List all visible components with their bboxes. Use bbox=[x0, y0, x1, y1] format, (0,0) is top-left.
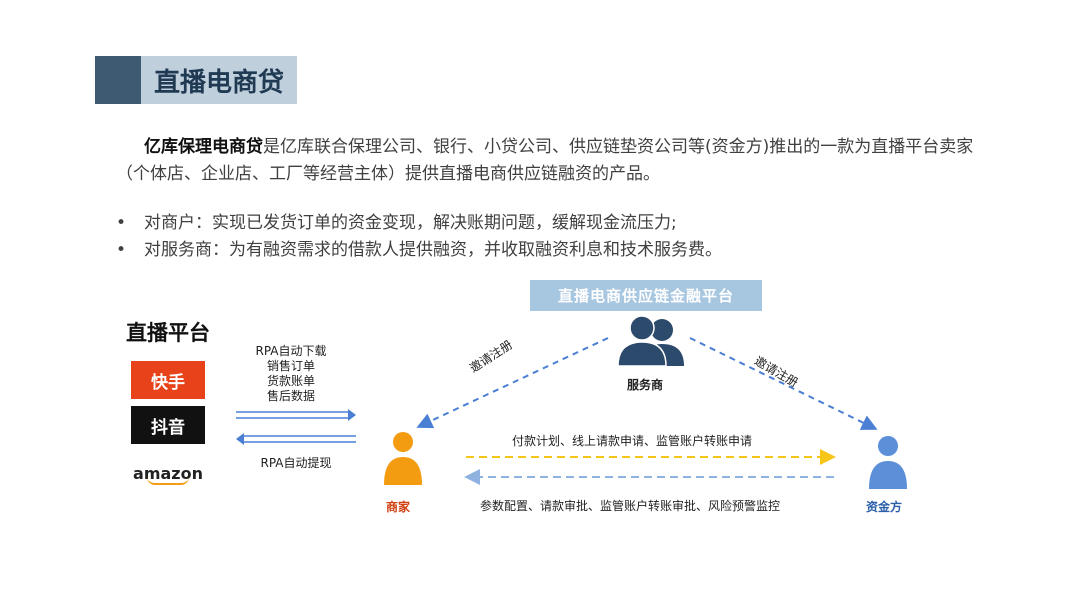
benefit-list: • 对商户：实现已发货订单的资金变现，解决账期问题，缓解现金流压力; • 对服务商：… bbox=[116, 210, 976, 264]
intro-text: 是亿库联合保理公司、银行、小贷公司、供应链垫资公司等(资金方)推出的一款为直播平… bbox=[116, 137, 974, 184]
intro-paragraph: 亿库保理电商贷是亿库联合保理公司、银行、小贷公司、供应链垫资公司等(资金方)推出… bbox=[116, 134, 976, 188]
benefit-item: • 对服务商：为有融资需求的借款人提供融资，并收取融资利息和技术服务费。 bbox=[116, 237, 976, 264]
invite-funder-arrow bbox=[689, 337, 878, 430]
page-title: 直播电商贷 bbox=[141, 56, 297, 104]
amazon-smile-icon bbox=[147, 477, 189, 485]
rpa-withdraw-label: RPA自动提现 bbox=[260, 456, 332, 470]
rpa-download-line: RPA自动下载 bbox=[255, 344, 327, 358]
benefit-text: 对商户：实现已发货订单的资金变现，解决账期问题，缓解现金流压力; bbox=[144, 213, 677, 233]
people-group-icon bbox=[617, 315, 684, 367]
rpa-withdraw-arrow bbox=[236, 433, 356, 445]
rpa-download-label: RPA自动下载 销售订单 货款账单 售后数据 bbox=[236, 344, 346, 404]
merchant-person-icon bbox=[384, 432, 422, 485]
section-title-block: 直播电商贷 bbox=[95, 56, 297, 104]
live-platforms-title: 直播平台 bbox=[126, 321, 210, 345]
funder-label: 资金方 bbox=[866, 500, 903, 514]
douyin-logo-text: 抖音 bbox=[151, 417, 185, 438]
kuaishou-logo: 快手 bbox=[131, 361, 205, 399]
amazon-logo: amazon bbox=[131, 455, 205, 493]
service-provider-label: 服务商 bbox=[627, 378, 664, 392]
bullet-marker: • bbox=[116, 213, 127, 233]
invite-merchant-arrow bbox=[416, 337, 609, 429]
douyin-logo: 抖音 bbox=[131, 406, 205, 444]
funder-person-icon bbox=[869, 436, 907, 489]
bullet-marker: • bbox=[116, 240, 127, 260]
merchant-label: 商家 bbox=[386, 500, 411, 514]
benefit-text: 对服务商：为有融资需求的借款人提供融资，并收取融资利息和技术服务费。 bbox=[144, 240, 722, 260]
kuaishou-logo-text: 快手 bbox=[151, 372, 185, 393]
platform-title-box: 直播电商供应链金融平台 bbox=[530, 280, 762, 311]
flow-to-funder-label: 付款计划、线上请款申请、监管账户转账申请 bbox=[512, 434, 753, 448]
flow-to-merchant-label: 参数配置、请款审批、监管账户转账审批、风险预警监控 bbox=[480, 499, 781, 513]
rpa-download-line: 货款账单 bbox=[266, 374, 315, 388]
title-accent-bar bbox=[95, 56, 141, 104]
benefit-item: • 对商户：实现已发货订单的资金变现，解决账期问题，缓解现金流压力; bbox=[116, 210, 976, 237]
rpa-download-arrow bbox=[236, 409, 356, 421]
rpa-download-line: 销售订单 bbox=[266, 359, 315, 373]
rpa-download-line: 售后数据 bbox=[266, 389, 315, 403]
intro-brand: 亿库保理电商贷 bbox=[144, 137, 263, 157]
